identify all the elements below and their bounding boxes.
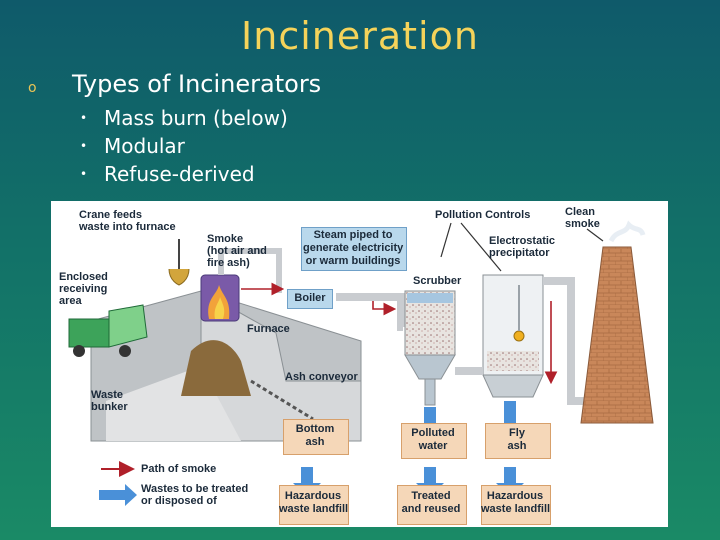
polluted-water-box <box>401 423 467 459</box>
label-enclosed-area: Enclosed receiving area <box>59 271 108 307</box>
list-item: •Modular <box>80 134 185 158</box>
legend-waste-label: Wastes to be treated or disposed of <box>141 483 249 507</box>
furnace <box>200 274 240 322</box>
hazardous-landfill-box <box>279 485 349 525</box>
diagram-graphics <box>68 220 654 506</box>
bullet-marker: o <box>28 80 37 96</box>
label-steam: Steam piped to generate electricity or w… <box>303 229 404 267</box>
boiler-box <box>287 289 333 309</box>
label-hazardous-landfill-1: Hazardous waste landfill <box>279 490 349 515</box>
label-waste-bunker: Waste bunker <box>91 389 128 413</box>
incinerator-diagram: Crane feeds waste into furnace Enclosed … <box>51 201 668 527</box>
label-hazardous-landfill-2: Hazardous waste landfill <box>481 490 551 515</box>
label-fly-ash: Fly ash <box>507 427 527 452</box>
incinerator-types-list: •Mass burn (below) •Modular •Refuse-deri… <box>80 104 288 188</box>
treated-box <box>397 485 467 525</box>
label-bottom-ash: Bottom ash <box>295 423 335 448</box>
label-scrubber: Scrubber <box>413 275 462 287</box>
label-furnace: Furnace <box>247 323 290 335</box>
steam-box <box>301 227 407 271</box>
main-bullet-text: Types of Incinerators <box>72 70 322 98</box>
label-crane: Crane feeds waste into furnace <box>79 209 176 233</box>
slide-title: Incineration <box>241 14 479 58</box>
waste-pile <box>181 340 251 396</box>
smokestack <box>580 246 654 424</box>
bottom-ash-box <box>283 419 349 455</box>
scrubber <box>404 290 456 406</box>
label-clean-smoke: Clean smoke <box>565 206 600 230</box>
label-polluted-water: Polluted water <box>411 427 455 452</box>
label-smoke: Smoke (hot air and fire ash) <box>207 233 267 269</box>
fly-ash-box <box>485 423 551 459</box>
label-treated: Treated and reused <box>401 490 461 515</box>
crane-claw <box>168 239 190 286</box>
label-ash-conveyor: Ash conveyor <box>285 371 358 383</box>
label-pollution-controls: Pollution Controls <box>435 209 531 221</box>
electrostatic-precipitator <box>482 274 544 398</box>
hazardous-landfill-box-2 <box>481 485 551 525</box>
garbage-truck <box>68 304 148 357</box>
legend-smoke-label: Path of smoke <box>141 463 217 475</box>
label-boiler: Boiler <box>294 292 326 304</box>
list-item: •Refuse-derived <box>80 162 255 186</box>
list-item: •Mass burn (below) <box>80 106 288 130</box>
label-electrostatic: Electrostatic precipitator <box>489 235 556 259</box>
main-bullet: o Types of Incinerators <box>28 70 322 98</box>
legend-waste-arrow <box>99 484 137 506</box>
